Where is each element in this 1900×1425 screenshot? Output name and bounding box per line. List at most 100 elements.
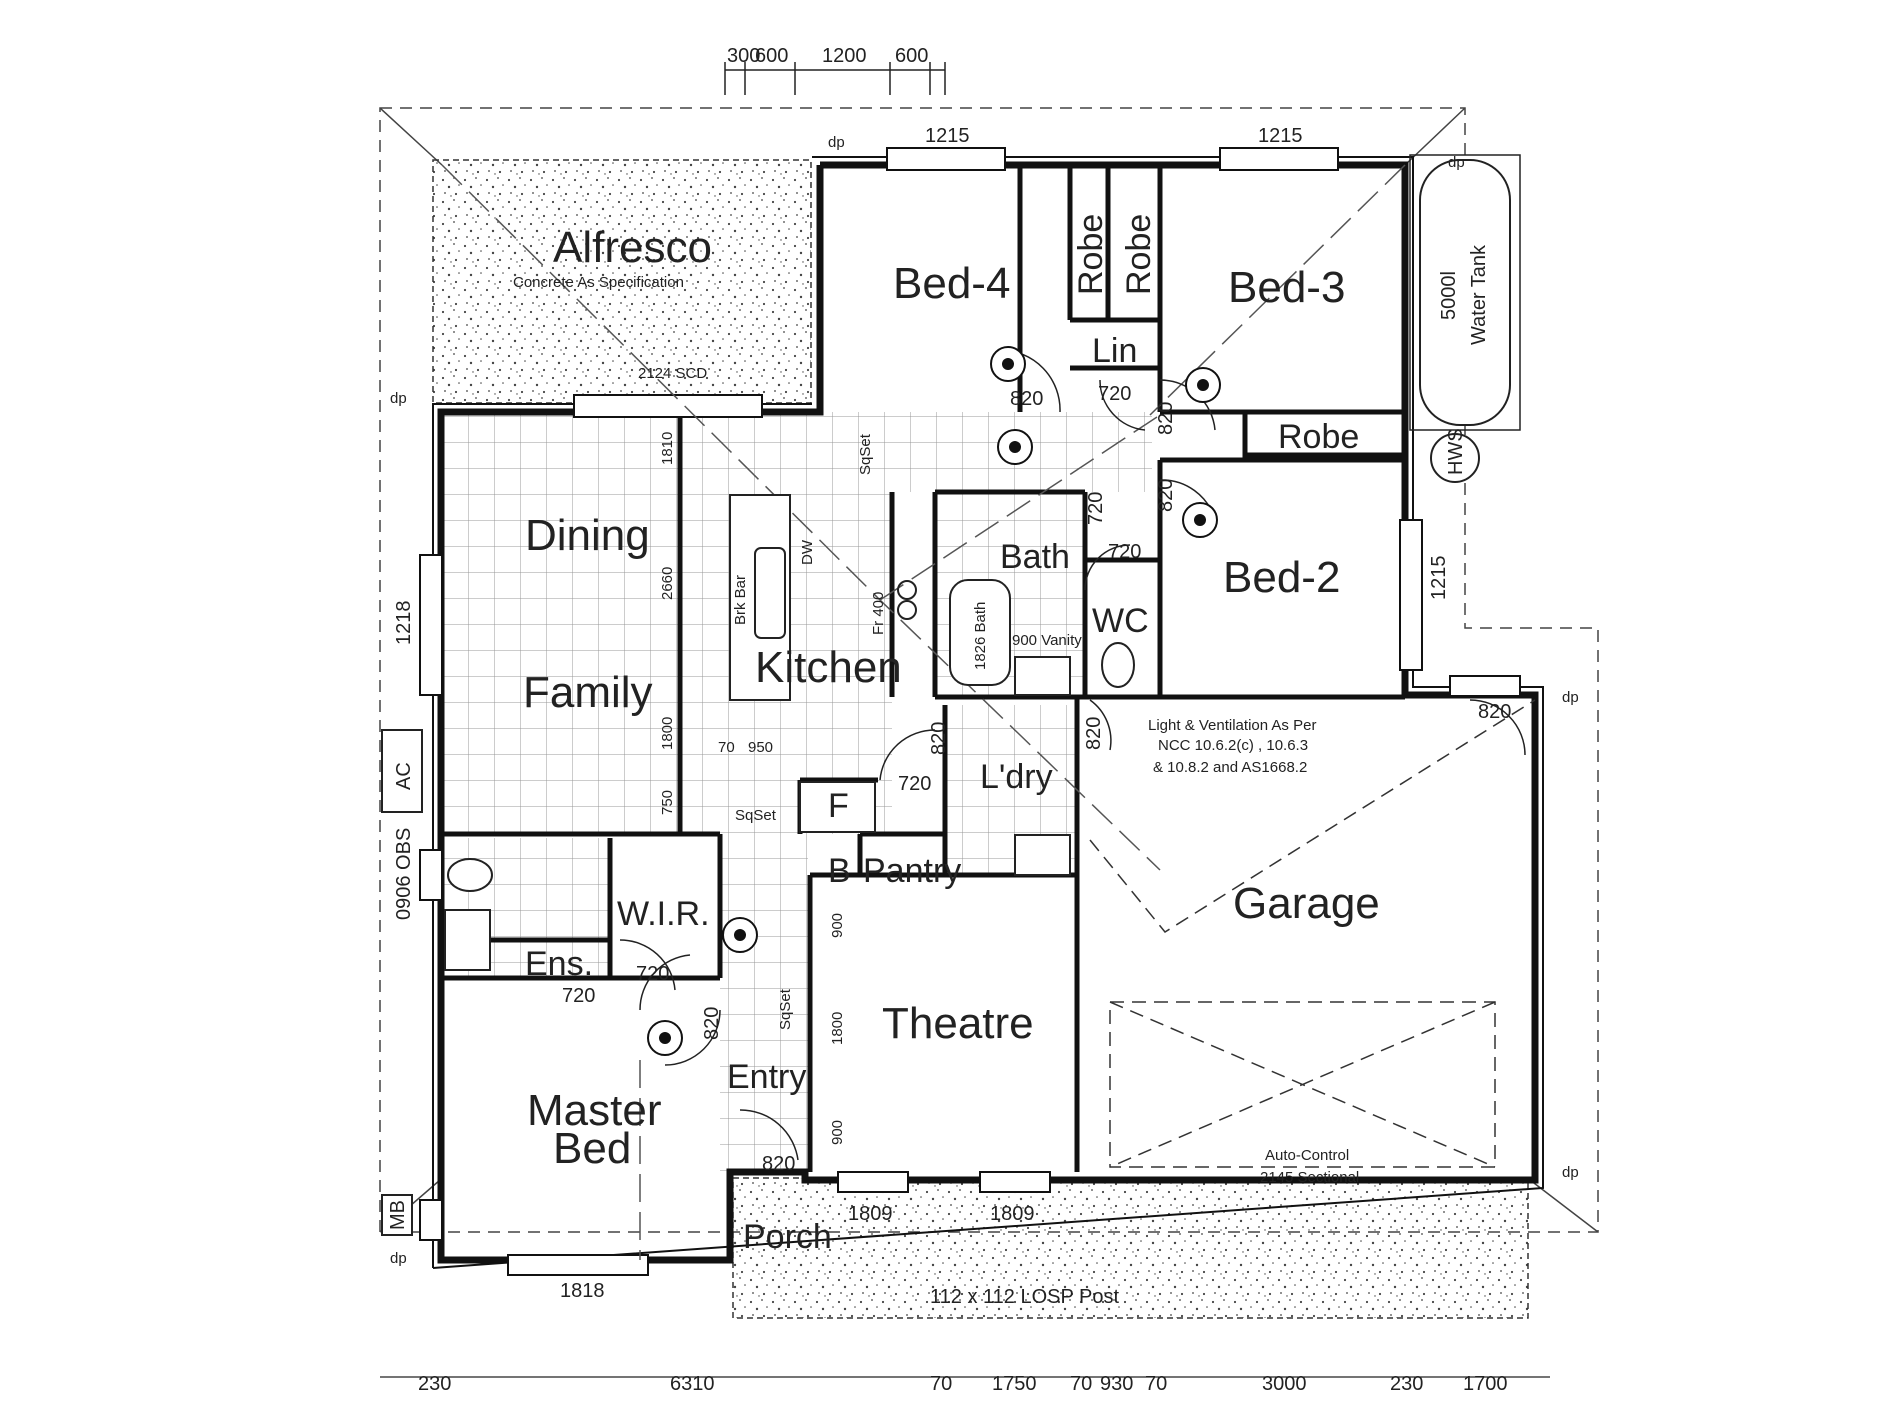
bottom-dim-6310: 6310 <box>670 1373 715 1395</box>
dim-1810: 1810 <box>659 432 676 465</box>
sqset-note-1: SqSet <box>857 433 874 475</box>
tank-size-label: 5000l <box>1438 271 1460 320</box>
top-dim-600b: 600 <box>895 45 928 67</box>
bottom-dim-230: 230 <box>418 1373 451 1395</box>
room-label-f: F <box>828 787 849 825</box>
roof-hip-lines <box>379 107 1599 1233</box>
obs-window-note: 0906 OBS <box>393 828 415 920</box>
room-label-bed2: Bed-2 <box>1223 553 1340 602</box>
sqset-note-2: SqSet <box>735 807 777 824</box>
dim-70: 70 <box>718 739 735 756</box>
cooktop-burner <box>897 580 917 600</box>
room-label-alfresco: Alfresco <box>553 223 712 272</box>
ventilation-note-1: Light & Ventilation As Per <box>1148 717 1316 734</box>
light-symbol-centres <box>659 358 1209 1044</box>
room-label-robe-3: Robe <box>1278 418 1359 456</box>
ens-shower <box>444 909 491 971</box>
window-dim-1218: 1218 <box>393 601 415 646</box>
garage-door <box>1109 1001 1496 1168</box>
garage-slope-lines <box>1089 699 1536 933</box>
water-tank <box>1419 159 1511 426</box>
window-dim-1215-bed4: 1215 <box>925 125 970 147</box>
door-dim-720-pantry: 720 <box>898 773 931 795</box>
dim-900-theatre-a: 900 <box>829 913 846 938</box>
room-label-robe-2: Robe <box>1120 214 1158 295</box>
door-dim-720-wir: 720 <box>636 963 669 985</box>
room-label-family: Family <box>523 668 653 717</box>
room-label-dining: Dining <box>525 511 650 560</box>
vanity-note: 900 Vanity <box>1012 632 1082 649</box>
garage-door-note-2: 2145 Sectional <box>1260 1169 1359 1186</box>
top-dimension-rail <box>724 62 946 95</box>
garage-door-note-1: Auto-Control <box>1265 1147 1349 1164</box>
room-label-hws: HWS <box>1445 428 1467 475</box>
top-dim-1200: 1200 <box>822 45 867 67</box>
fridge-space <box>799 781 876 833</box>
dim-750: 750 <box>659 790 676 815</box>
porch-post-note: 112 x 112 LOSP Post <box>930 1286 1119 1308</box>
dim-950: 950 <box>748 739 773 756</box>
roof-lines <box>441 164 1406 1260</box>
room-label-wc: WC <box>1092 602 1149 640</box>
bath-size-note: 1826 Bath <box>972 602 989 670</box>
sqset-note-3: SqSet <box>777 988 794 1030</box>
downpipe-label: dp <box>390 390 407 407</box>
porch-slab <box>732 1177 1529 1319</box>
door-dim-820-bed3: 820 <box>1155 402 1177 435</box>
mb-box <box>381 1194 413 1236</box>
ens-wc-pan <box>447 858 493 892</box>
dw-note: DW <box>799 539 816 565</box>
room-label-mb: MB <box>387 1200 409 1230</box>
dim-1800-kitchen: 1800 <box>659 717 676 750</box>
bottom-dim-70b: 70 <box>1070 1373 1092 1395</box>
door-dim-720-bath: 720 <box>1085 492 1107 525</box>
room-label-master: Master <box>527 1086 661 1135</box>
downpipe-label: dp <box>1448 154 1465 171</box>
door-dim-820-bed4: 820 <box>1010 388 1043 410</box>
fridge-note: Fr 400 <box>870 592 887 635</box>
room-label-ldry: L'dry <box>980 758 1053 796</box>
bottom-dim-70c: 70 <box>1145 1373 1167 1395</box>
bottom-dim-230b: 230 <box>1390 1373 1423 1395</box>
alfresco-note: Concrete As Specification <box>513 274 684 291</box>
alfresco-slab <box>432 159 812 404</box>
bottom-dim-3000: 3000 <box>1262 1373 1307 1395</box>
ac-unit <box>381 729 423 813</box>
room-label-theatre: Theatre <box>882 999 1034 1048</box>
downpipe-label: dp <box>390 1250 407 1267</box>
ventilation-note-2: NCC 10.6.2(c) , 10.6.3 <box>1158 737 1308 754</box>
downpipe-label: dp <box>828 134 845 151</box>
room-label-ac: AC <box>393 762 415 790</box>
bottom-dim-1700: 1700 <box>1463 1373 1508 1395</box>
window-dim-1809-b: 1809 <box>990 1203 1035 1225</box>
windows <box>419 147 1521 1276</box>
door-dim-720-wc: 720 <box>1108 541 1141 563</box>
wc-pan <box>1101 642 1135 688</box>
door-dim-820-master: 820 <box>701 1007 723 1040</box>
door-dim-820-hall: 820 <box>928 722 950 755</box>
room-label-master-bed: Bed <box>553 1124 631 1173</box>
room-label-lin: Lin <box>1092 332 1137 370</box>
cooktop-burner <box>897 600 917 620</box>
room-label-entry: Entry <box>727 1058 806 1096</box>
room-label-pantry: Pantry <box>863 852 961 890</box>
room-label-wir: W.I.R. <box>617 895 710 933</box>
dim-900-theatre-b: 900 <box>829 1120 846 1145</box>
door-dim-720-lin: 720 <box>1098 383 1131 405</box>
bottom-dim-930: 930 <box>1100 1373 1133 1395</box>
room-label-garage: Garage <box>1233 879 1380 928</box>
room-label-bath: Bath <box>1000 538 1070 576</box>
tank-label: Water Tank <box>1468 244 1490 345</box>
ldry-tub <box>1014 834 1071 876</box>
window-dim-1818: 1818 <box>560 1280 605 1302</box>
internal-walls <box>441 165 1408 1172</box>
entry-tiles <box>720 834 808 1172</box>
window-dim-1215-bed2: 1215 <box>1428 556 1450 601</box>
bath-tub <box>949 579 1011 686</box>
room-label-robe-1: Robe <box>1072 214 1110 295</box>
bottom-dim-1750: 1750 <box>992 1373 1037 1395</box>
hws-unit <box>1430 433 1480 483</box>
dim-1800-theatre: 1800 <box>829 1012 846 1045</box>
room-label-b: B <box>828 852 851 890</box>
